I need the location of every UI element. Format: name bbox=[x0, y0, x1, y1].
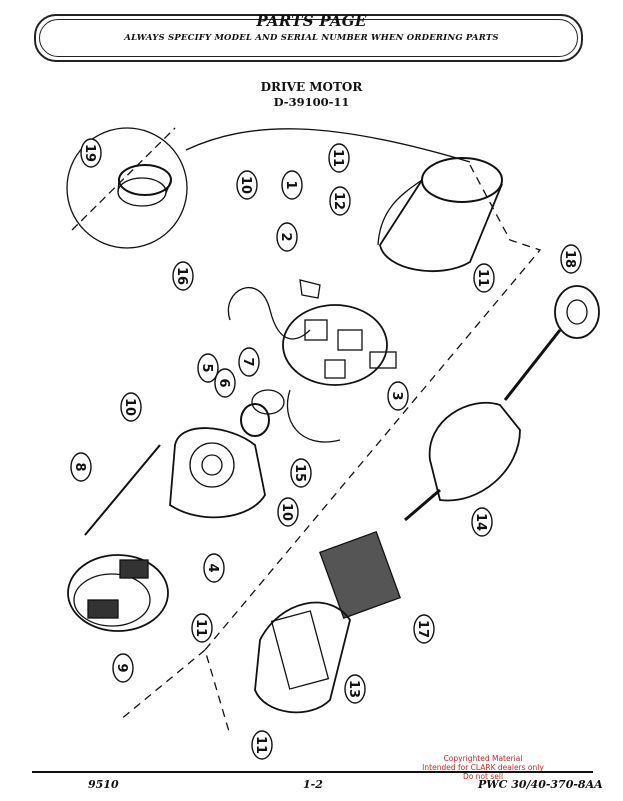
header-inner-frame bbox=[39, 19, 578, 57]
svg-text:11: 11 bbox=[330, 149, 345, 167]
callout-16: 16 bbox=[172, 261, 194, 291]
svg-text:12: 12 bbox=[331, 192, 346, 210]
callout-5: 5 bbox=[197, 353, 219, 383]
watermark-line-1: Copyrighted Material bbox=[443, 754, 523, 763]
svg-text:1: 1 bbox=[283, 180, 298, 189]
svg-text:11: 11 bbox=[193, 619, 208, 637]
callout-12: 12 bbox=[329, 186, 351, 216]
callout-8: 8 bbox=[70, 452, 92, 482]
svg-text:14: 14 bbox=[473, 513, 488, 531]
callout-11-b: 11 bbox=[473, 263, 495, 293]
detail-circle bbox=[66, 127, 188, 249]
callout-11-a: 11 bbox=[328, 143, 350, 173]
svg-text:5: 5 bbox=[199, 363, 214, 372]
callout-15: 15 bbox=[290, 458, 312, 488]
callout-18: 18 bbox=[560, 244, 582, 274]
callout-10-c: 10 bbox=[277, 497, 299, 527]
callout-9: 9 bbox=[112, 653, 134, 683]
callout-19: 19 bbox=[80, 138, 102, 168]
svg-text:11: 11 bbox=[253, 736, 268, 754]
footer-page-number: 1-2 bbox=[303, 778, 323, 791]
svg-text:6: 6 bbox=[216, 378, 231, 387]
callout-2: 2 bbox=[276, 222, 298, 252]
svg-text:10: 10 bbox=[279, 503, 294, 521]
svg-text:15: 15 bbox=[292, 464, 307, 482]
svg-text:7: 7 bbox=[240, 357, 255, 366]
callout-17: 17 bbox=[413, 614, 435, 644]
svg-text:8: 8 bbox=[72, 462, 87, 471]
svg-text:10: 10 bbox=[122, 398, 137, 416]
copyright-watermark: Copyrighted Material Intended for CLARK … bbox=[418, 754, 548, 781]
watermark-line-3: Do not sell bbox=[462, 772, 504, 781]
watermark-line-2: Intended for CLARK dealers only bbox=[422, 763, 544, 772]
svg-text:18: 18 bbox=[562, 250, 577, 268]
svg-text:17: 17 bbox=[415, 620, 430, 638]
section-part-number: D-39100-11 bbox=[273, 95, 350, 109]
svg-text:11: 11 bbox=[475, 269, 490, 287]
section-title: DRIVE MOTOR bbox=[260, 80, 363, 94]
callout-10-b: 10 bbox=[120, 392, 142, 422]
callout-3: 3 bbox=[387, 381, 409, 411]
callout-11-d: 11 bbox=[251, 730, 273, 760]
callout-14: 14 bbox=[471, 507, 493, 537]
svg-text:10: 10 bbox=[238, 176, 253, 194]
svg-text:19: 19 bbox=[82, 144, 97, 162]
callout-6: 6 bbox=[214, 368, 236, 398]
callout-7: 7 bbox=[238, 347, 260, 377]
svg-text:2: 2 bbox=[278, 232, 293, 241]
page-title: PARTS PAGE bbox=[256, 12, 367, 30]
page-subtitle: ALWAYS SPECIFY MODEL AND SERIAL NUMBER W… bbox=[124, 33, 499, 43]
svg-text:9: 9 bbox=[114, 663, 129, 672]
callout-10-a: 10 bbox=[236, 170, 258, 200]
callout-4: 4 bbox=[203, 553, 225, 583]
svg-text:16: 16 bbox=[174, 267, 189, 285]
svg-text:13: 13 bbox=[346, 680, 361, 698]
callout-13: 13 bbox=[344, 674, 366, 704]
footer-date-code: 9510 bbox=[88, 778, 119, 791]
footer-model-code: PWC 30/40-370-8AA bbox=[478, 778, 603, 791]
svg-text:3: 3 bbox=[389, 391, 404, 400]
callout-1: 1 bbox=[281, 170, 303, 200]
footer-rule bbox=[32, 771, 593, 773]
header-frame bbox=[34, 14, 583, 62]
callout-11-c: 11 bbox=[191, 613, 213, 643]
svg-text:4: 4 bbox=[205, 563, 220, 572]
